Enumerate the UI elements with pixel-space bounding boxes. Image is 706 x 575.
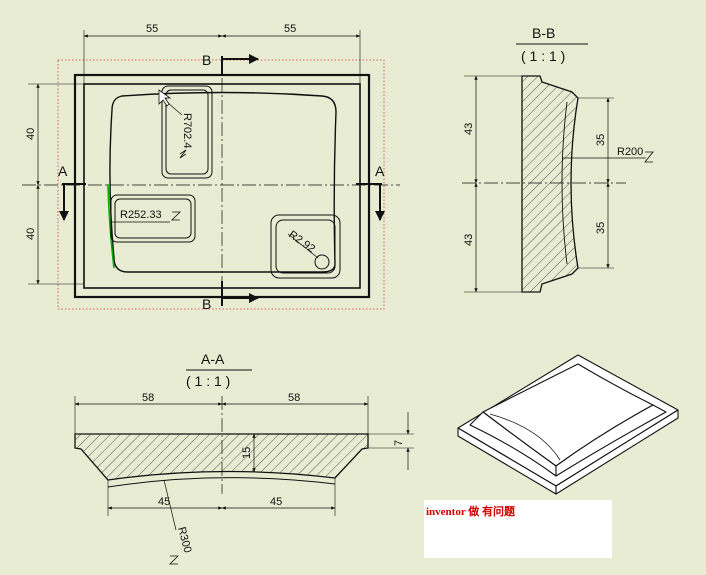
- dim-aa-bottom-right: 45: [270, 496, 282, 508]
- cursor-icon: [158, 89, 172, 107]
- isometric-view: [457, 354, 679, 495]
- pocket-top-left: [161, 85, 213, 179]
- corner-fillet: [314, 254, 330, 270]
- highlighted-edge: [107, 183, 115, 269]
- dim-top-left: 55: [146, 23, 158, 35]
- iso-raised-side: [555, 404, 667, 477]
- dim-bb-inner-lower: 35: [595, 222, 607, 234]
- plan-view: B B A A 55 55 40 40 R702.4 R252.33: [22, 23, 400, 312]
- z-mark: [179, 149, 187, 159]
- note-box: inventor 做 有问题: [424, 500, 612, 558]
- dim-aa-bottom-left: 45: [158, 496, 170, 508]
- section-a-right-label: A: [375, 163, 385, 179]
- dim-bb-inner-upper: 35: [595, 134, 607, 146]
- dim-aa-top-right: 58: [288, 392, 300, 404]
- section-a-right-marker: [356, 183, 382, 220]
- dim-bb-outer-lower: 43: [463, 234, 475, 246]
- dim-left-lower: 40: [25, 228, 37, 240]
- pocket-corner: [270, 214, 341, 279]
- leader-line: [163, 479, 177, 531]
- note-text: inventor 做 有问题: [426, 506, 516, 518]
- dim-aa-depth: 15: [241, 447, 253, 459]
- pocket-top-left-inner: [165, 89, 209, 175]
- section-a-left-marker: [62, 183, 86, 220]
- dim-top-right: 55: [284, 23, 296, 35]
- section-b-top-marker: [221, 56, 258, 76]
- section-bb-scale: ( 1 : 1 ): [521, 48, 565, 64]
- section-aa-profile: [74, 433, 369, 481]
- section-bb-title: B-B: [532, 25, 555, 41]
- dim-bb-outer-upper: 43: [463, 123, 475, 135]
- section-aa-title: A-A: [201, 351, 225, 367]
- radius-corner-pocket: R2.92: [286, 229, 317, 256]
- section-a-left-label: A: [58, 163, 68, 179]
- iso-edge-fillet: [489, 413, 561, 461]
- dim-aa-flange: 7: [393, 440, 405, 446]
- radius-left-pocket: R252.33: [120, 209, 162, 221]
- pocket-left-inner: [114, 198, 192, 239]
- z-mark: [644, 151, 654, 163]
- section-bb: B-B ( 1 : 1 ) 43 43 35 35 R200: [462, 25, 654, 293]
- pocket-corner-inner: [275, 219, 336, 274]
- radius-aa: R300: [175, 526, 193, 555]
- section-aa-scale: ( 1 : 1 ): [186, 373, 230, 389]
- section-aa: A-A ( 1 : 1 ) 58 58 15 7 45 45 R300: [74, 351, 414, 565]
- radius-top-left-pocket: R702.4: [181, 113, 193, 148]
- boundary-box: [57, 59, 385, 310]
- z-mark: [171, 211, 181, 221]
- iso-base-side: [555, 409, 679, 495]
- section-bb-profile: [521, 75, 579, 293]
- radius-bb: R200: [617, 146, 643, 158]
- dim-aa-top-left: 58: [142, 392, 154, 404]
- z-mark: [169, 555, 179, 565]
- section-b-bottom-marker: [221, 281, 258, 306]
- section-aa-bottom-curve: [107, 477, 336, 488]
- leader-line: [167, 102, 183, 116]
- leader-line: [287, 233, 319, 259]
- section-b-bottom-label: B: [202, 296, 211, 312]
- pocket-left: [110, 194, 196, 243]
- dim-left-upper: 40: [25, 128, 37, 140]
- section-b-top-label: B: [202, 52, 211, 68]
